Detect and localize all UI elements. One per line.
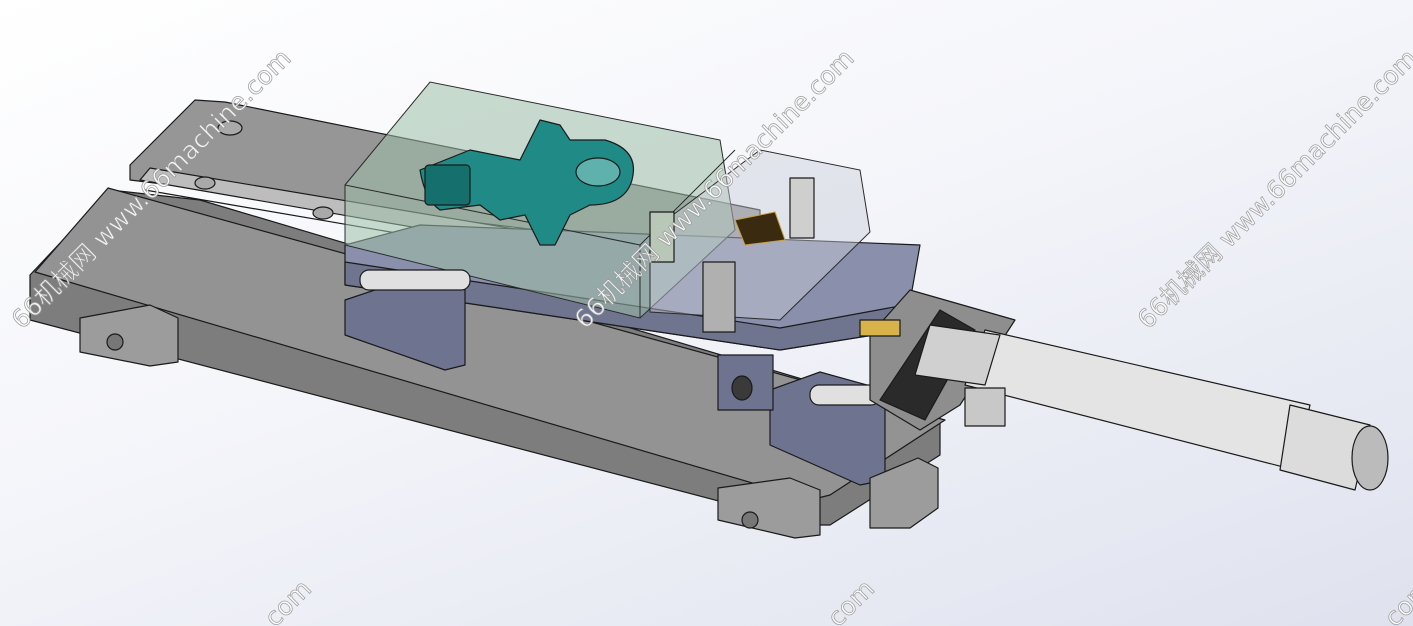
svg-text:com: com (822, 574, 880, 626)
clamp-blocks (344, 269, 886, 486)
air-cylinder (914, 324, 1389, 491)
foot-brackets (79, 304, 939, 539)
svg-text:com: com (259, 574, 317, 626)
workpiece-teal (419, 119, 634, 246)
pcb-board (734, 211, 786, 246)
base-plate (29, 187, 946, 526)
svg-text:66机械网 www.66machine.com: 66机械网 www.66machine.com (1132, 43, 1413, 334)
transparent-cover-right (649, 149, 871, 333)
svg-text:com: com (1379, 574, 1413, 626)
